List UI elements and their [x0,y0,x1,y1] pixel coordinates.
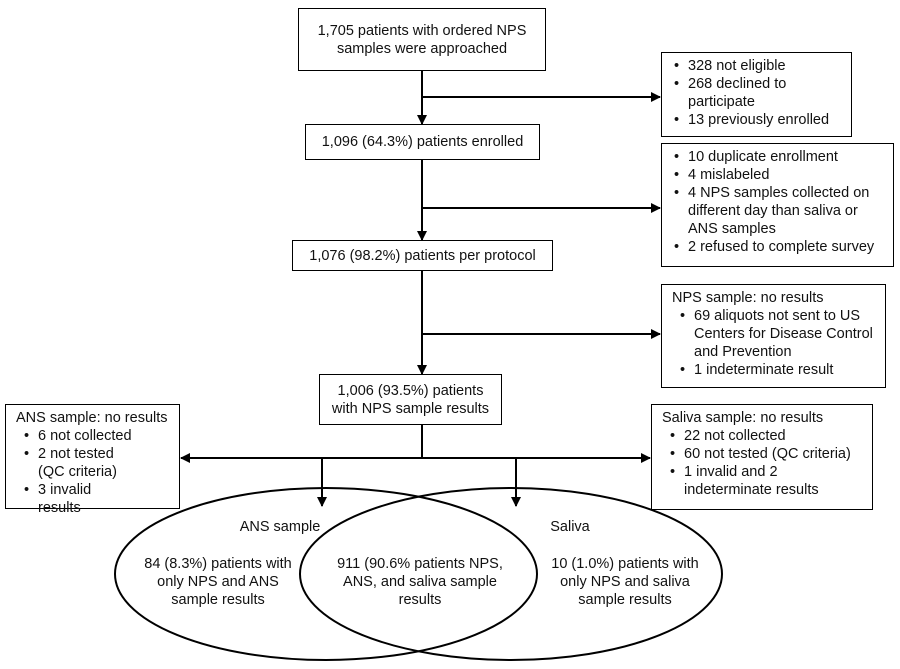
ans-venn-label: ANS sample [239,519,321,535]
list-item: 268 declined to participate [672,75,843,111]
list-item: 4 mislabeled [672,166,885,184]
results-text: 1,006 (93.5%) patients with NPS sample r… [331,382,490,417]
saliva-no-results-box: Saliva sample: no results 22 not collect… [651,404,873,510]
nps-no-results-heading: NPS sample: no results [672,290,824,306]
overlap-text: 911 (90.6% patients NPS, ANS, and saliva… [337,556,503,608]
protocol-box: 1,076 (98.2%) patients per protocol [292,240,553,271]
saliva-ellipse [299,487,723,661]
approached-box: 1,705 patients with ordered NPS samples … [298,8,546,71]
saliva-only-text: 10 (1.0%) patients with only NPS and sal… [551,556,699,608]
exclusion-box-2: 10 duplicate enrollment 4 mislabeled 4 N… [661,143,894,267]
ans-only-text: 84 (8.3%) patients with only NPS and ANS… [144,556,292,608]
list-item: 4 NPS samples collected on different day… [672,184,885,238]
enrolled-text: 1,096 (64.3%) patients enrolled [321,134,524,150]
list-item: 1 invalid and 2 indeterminate results [668,463,864,499]
ans-ellipse [114,487,538,661]
approached-text: 1,705 patients with ordered NPS samples … [317,22,527,57]
exclusion-box-1: 328 not eligible 268 declined to partici… [661,52,852,137]
enrolled-box: 1,096 (64.3%) patients enrolled [305,124,540,160]
list-item: 1 indeterminate result [678,361,877,379]
nps-no-results-box: NPS sample: no results 69 aliquots not s… [661,284,886,388]
saliva-venn-label: Saliva [550,519,590,535]
list-item: 328 not eligible [672,57,843,75]
list-item: 2 refused to complete survey [672,238,885,256]
list-item: 2 not tested (QC criteria) [22,445,137,481]
list-item: 22 not collected [668,427,864,445]
list-item: 69 aliquots not sent to US Centers for D… [678,307,877,361]
list-item: 10 duplicate enrollment [672,148,885,166]
ans-no-results-heading: ANS sample: no results [16,410,168,426]
list-item: 6 not collected [22,427,137,445]
ans-no-results-box: ANS sample: no results 6 not collected 2… [5,404,180,516]
list-item: 3 invalid results [22,481,137,517]
list-item: 60 not tested (QC criteria) [668,445,864,463]
saliva-no-results-heading: Saliva sample: no results [662,410,824,426]
protocol-text: 1,076 (98.2%) patients per protocol [309,247,536,264]
results-box: 1,006 (93.5%) patients with NPS sample r… [319,374,502,425]
list-item: 13 previously enrolled [672,111,843,129]
